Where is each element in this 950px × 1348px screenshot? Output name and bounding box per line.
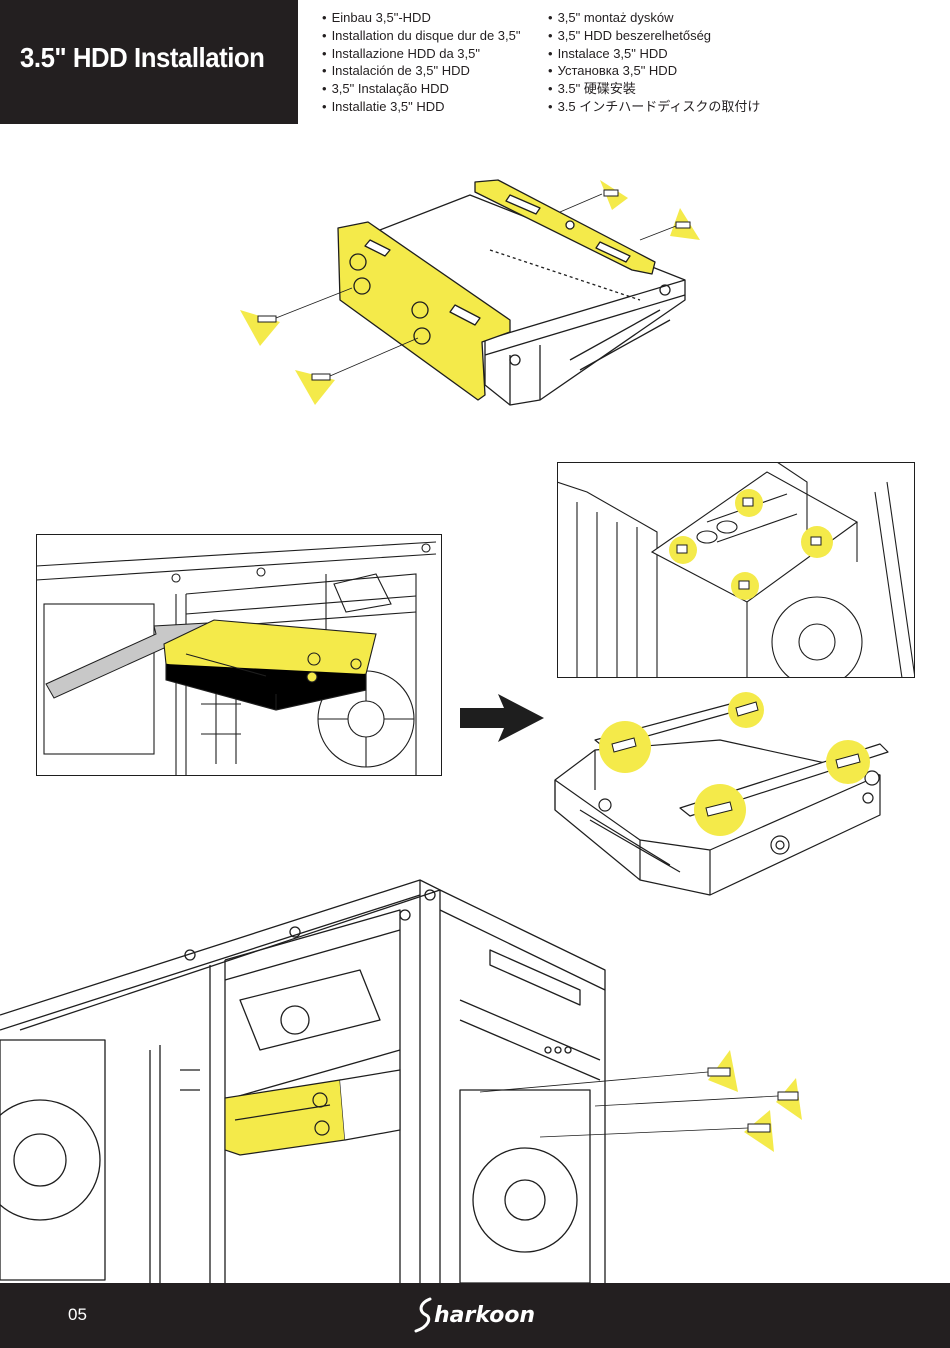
brand-name: harkoon [434, 1303, 536, 1328]
case-insert-illustration [36, 534, 442, 776]
language-item: 3,5" montaż dysków [548, 9, 760, 27]
language-list-left: Einbau 3,5"-HDD Installation du disque d… [322, 9, 521, 116]
language-item: Installazione HDD da 3,5" [322, 45, 520, 63]
language-item: 3.5 インチハードディスクの取付け [548, 98, 761, 116]
language-list-right: 3,5" montaż dysków 3,5" HDD beszerelhető… [548, 9, 761, 116]
language-item: 3,5" HDD beszerelhetőség [548, 27, 760, 45]
language-item: Installation du disque dur de 3,5" [322, 27, 521, 45]
page-title: 3.5" HDD Installation [20, 42, 265, 73]
hdd-bracket-illustration [240, 179, 700, 406]
language-item: Instalace 3,5" HDD [548, 45, 760, 63]
title-box: 3.5" HDD Installation [0, 0, 298, 124]
language-item: Установка 3,5" HDD [548, 62, 760, 80]
bay-closeup-illustration [557, 462, 915, 678]
language-item: Instalación de 3,5" HDD [322, 62, 520, 80]
hdd-clip-illustration [554, 692, 889, 896]
language-item: 3,5" Instalação HDD [322, 80, 520, 98]
next-step-arrow-icon [460, 694, 544, 742]
footer-bar: 05 harkoon [0, 1283, 950, 1348]
language-item: 3.5" 硬碟安裝 [548, 80, 760, 98]
case-screw-illustration [0, 879, 802, 1283]
page-number: 05 [68, 1305, 87, 1324]
language-item: Installatie 3,5" HDD [322, 98, 520, 116]
brand-logo-mark-icon [414, 1297, 432, 1333]
language-item: Einbau 3,5"-HDD [322, 9, 520, 27]
